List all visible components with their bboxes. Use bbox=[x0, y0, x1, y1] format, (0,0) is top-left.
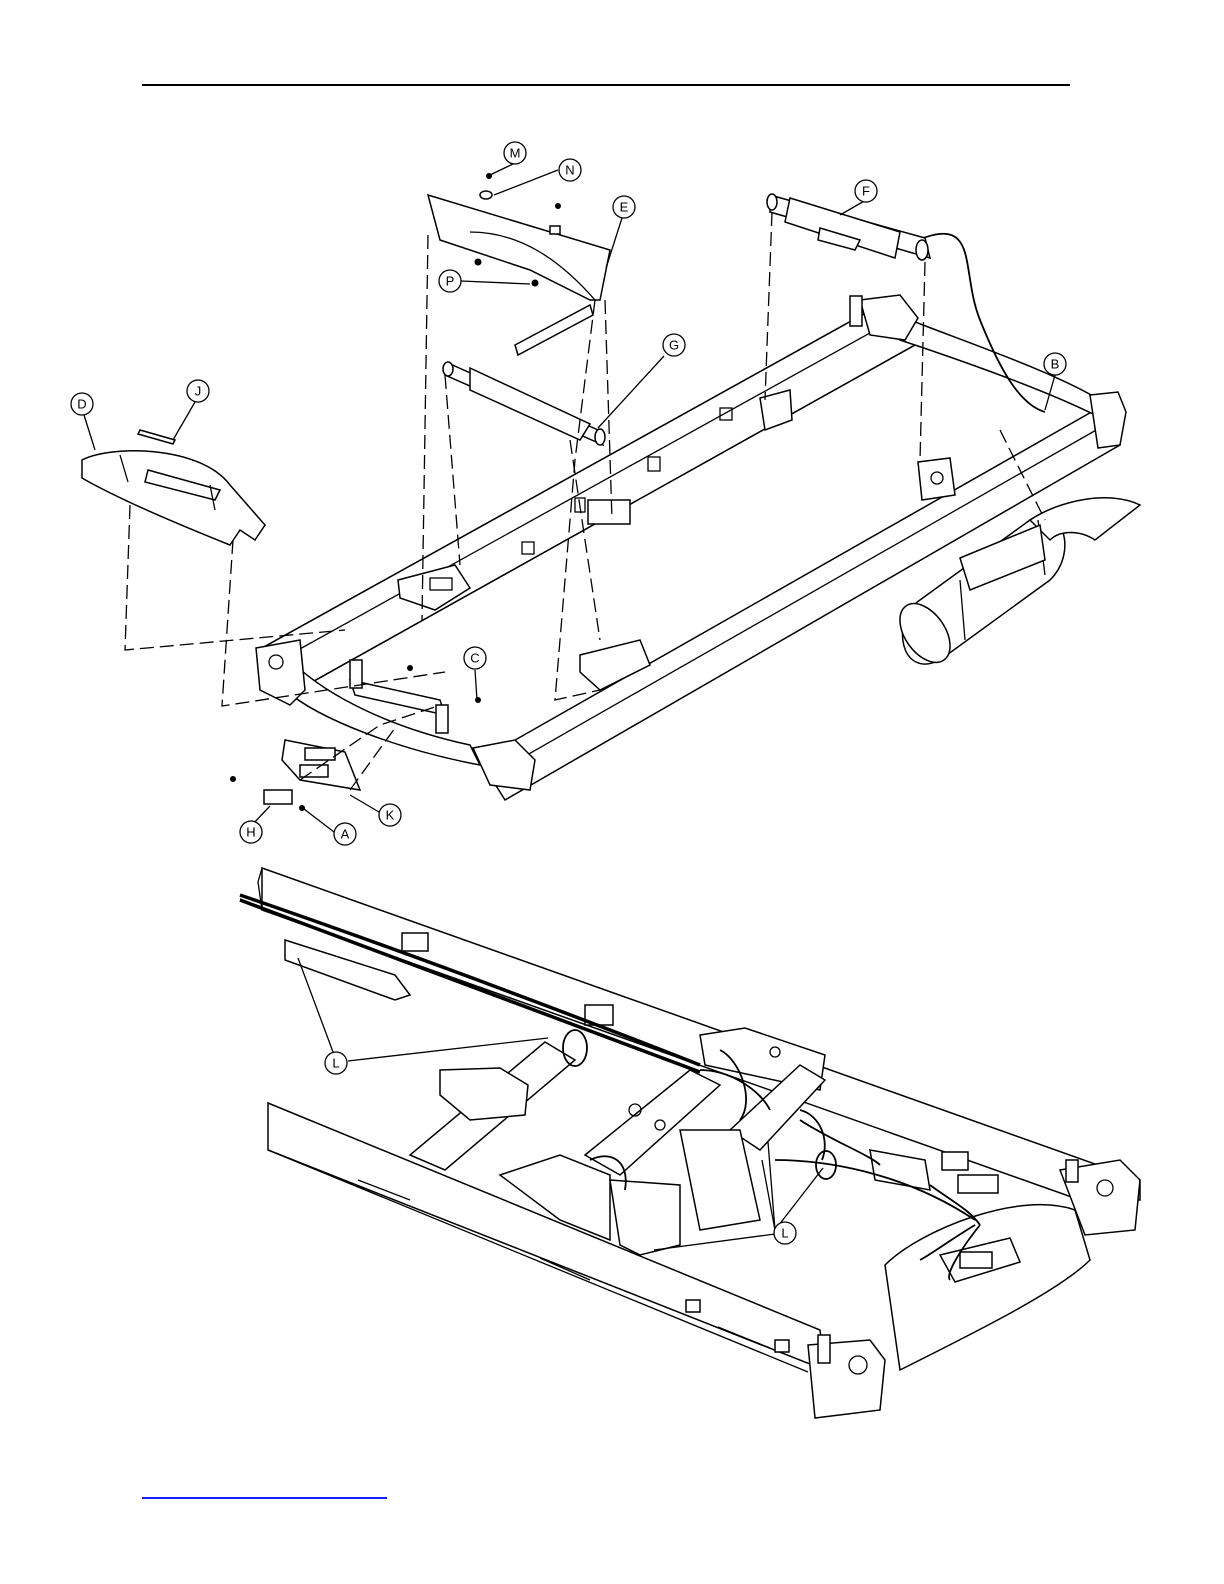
part-f-rail-tube bbox=[767, 194, 930, 260]
svg-text:P: P bbox=[446, 274, 455, 289]
callout-k: K bbox=[379, 804, 401, 826]
callout-l-upper: L bbox=[325, 1052, 347, 1074]
left-end-bracket bbox=[256, 640, 305, 705]
svg-text:L: L bbox=[781, 1226, 788, 1241]
right-shroud-assembly bbox=[808, 1160, 1140, 1418]
part-k-junction-box bbox=[230, 740, 360, 811]
footer-link-underline[interactable] bbox=[142, 1497, 387, 1499]
part-d-front-shroud bbox=[82, 430, 265, 545]
callout-l-lower: L bbox=[774, 1222, 796, 1244]
svg-text:E: E bbox=[620, 200, 629, 215]
svg-text:A: A bbox=[341, 827, 350, 842]
callout-f: F bbox=[855, 180, 877, 202]
callout-d: D bbox=[71, 393, 93, 415]
callout-a: A bbox=[334, 823, 356, 845]
callout-b: B bbox=[1044, 353, 1066, 375]
part-e-seat-plate bbox=[428, 173, 610, 355]
svg-text:D: D bbox=[77, 397, 86, 412]
svg-text:B: B bbox=[1051, 357, 1060, 372]
callout-j: J bbox=[187, 380, 209, 402]
svg-text:L: L bbox=[332, 1056, 339, 1071]
callout-h: H bbox=[240, 821, 262, 843]
junction-module bbox=[870, 1150, 930, 1190]
callout-c: C bbox=[464, 647, 486, 669]
right-cross-tube bbox=[900, 318, 1100, 415]
svg-text:H: H bbox=[246, 825, 255, 840]
callout-p: P bbox=[439, 270, 461, 292]
svg-text:K: K bbox=[386, 808, 395, 823]
svg-text:J: J bbox=[195, 384, 202, 399]
part-g-rail-tube bbox=[443, 362, 605, 445]
front-frame-rail bbox=[480, 410, 1120, 800]
svg-text:F: F bbox=[862, 184, 870, 199]
callout-g: G bbox=[663, 334, 685, 356]
upper-exploded-view bbox=[82, 173, 1140, 811]
svg-text:M: M bbox=[510, 146, 521, 161]
svg-text:G: G bbox=[669, 338, 679, 353]
callout-e: E bbox=[613, 196, 635, 218]
callout-m: M bbox=[504, 142, 526, 164]
mount-pad-front bbox=[918, 458, 955, 500]
svg-text:C: C bbox=[470, 651, 479, 666]
svg-text:N: N bbox=[565, 163, 574, 178]
callout-n: N bbox=[559, 159, 581, 181]
lower-assembled-view bbox=[240, 868, 1140, 1418]
